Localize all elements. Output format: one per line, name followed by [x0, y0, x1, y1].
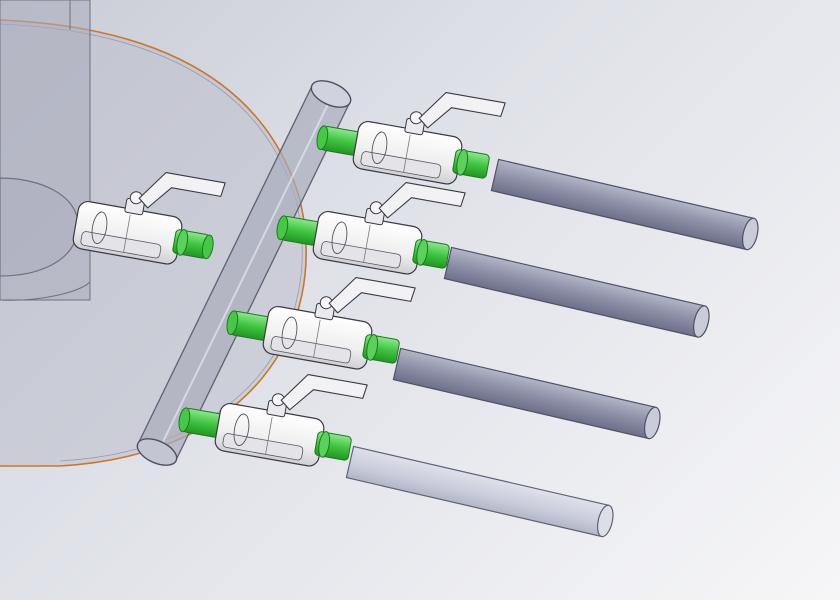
ball-valve-2[interactable]	[313, 72, 506, 192]
valve-body-band	[320, 241, 402, 269]
ball-valve-4[interactable]	[223, 257, 416, 377]
valve-body-ring	[331, 221, 348, 255]
manifold-pipe-bottom-opening	[136, 438, 178, 466]
outlet-fitting-collar	[366, 334, 379, 361]
outlet-pipe-1[interactable]	[490, 158, 760, 251]
ball-valve-3[interactable]	[273, 162, 466, 282]
valve-handle[interactable]	[418, 89, 506, 141]
valve-body-seam	[123, 214, 131, 253]
valve-body-ring	[371, 131, 388, 165]
valve-handle[interactable]	[280, 371, 368, 423]
outlet-fitting-collar	[416, 239, 429, 266]
manifold-pipe-top-opening	[310, 80, 352, 108]
ball-valve-1[interactable]	[72, 159, 226, 272]
valve-body-band	[80, 231, 162, 259]
inlet-fitting-end	[276, 215, 289, 241]
outlet-fitting-collar	[176, 229, 189, 256]
valve-body-band	[222, 433, 304, 461]
valve-handle[interactable]	[378, 179, 466, 231]
valve-handle[interactable]	[328, 274, 416, 326]
outlet-pipes[interactable]	[345, 158, 760, 538]
inlet-fitting-end	[178, 407, 191, 433]
valve-body-band	[270, 336, 352, 364]
valve-body-ring	[233, 413, 250, 447]
manifold-pipe-highlight	[155, 99, 331, 457]
outlet-pipe-2[interactable]	[443, 246, 711, 338]
valve-body-ring	[281, 316, 298, 350]
valve-body-ring	[91, 211, 108, 245]
valve-body-seam	[265, 416, 273, 455]
tank-base-edge	[0, 281, 91, 301]
outlet-pipe-3[interactable]	[392, 347, 662, 440]
outlet-fitting-collar	[456, 149, 469, 176]
valve-body-seam	[403, 134, 411, 173]
outlet-fitting-end	[201, 234, 214, 260]
valve-handle[interactable]	[138, 169, 226, 221]
ball-valves[interactable]	[72, 72, 506, 474]
ball-valve-5[interactable]	[175, 354, 368, 474]
inlet-fitting-end	[226, 310, 239, 336]
valve-body-band	[360, 151, 442, 179]
outlet-pipe-4[interactable]	[345, 445, 615, 538]
valve-body-seam	[313, 319, 321, 358]
valve-body-seam	[363, 224, 371, 263]
outlet-fitting-collar	[318, 431, 331, 458]
manifold-pipe[interactable]	[133, 75, 354, 470]
inlet-fitting-end	[316, 125, 329, 151]
